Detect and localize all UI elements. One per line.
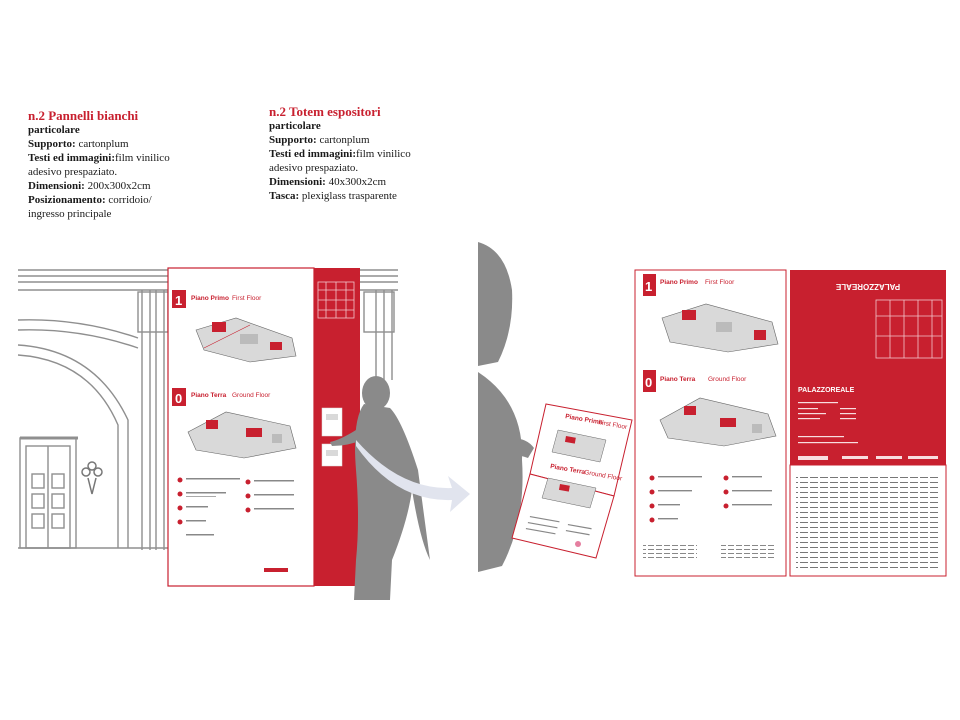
panel-floor0-number: 0 [175, 391, 182, 406]
left-spec-subtitle: particolare [28, 124, 80, 136]
left-spec-support: Supporto: cartonplum [28, 138, 129, 150]
spread-logo: PALAZZOREALE [798, 387, 855, 394]
spread-white-page: 1 Piano Primo First Floor 0 Piano Terra … [634, 269, 787, 577]
panel-floor0-title: Piano Terra [191, 392, 227, 399]
right-spec-dims: Dimensioni: 40x300x2cm [269, 176, 387, 188]
right-spec-subtitle: particolare [269, 120, 321, 132]
panel-legend [177, 477, 294, 536]
spread-floor1-en: First Floor [705, 279, 735, 286]
left-spec-title: n.2 Pannelli bianchi [28, 108, 139, 123]
person-silhouette [478, 242, 534, 572]
spread-body-text [796, 474, 940, 572]
visitor-silhouette [330, 376, 430, 600]
spread-floor0-en: Ground Floor [708, 376, 747, 383]
spread-floor0-title: Piano Terra [660, 376, 696, 383]
spread-legend [643, 475, 775, 559]
white-panel: 1 Piano Primo First Floor 0 Piano Terra … [167, 267, 315, 587]
left-spec-text: Testi ed immagini:film vinilico adesivo … [28, 152, 170, 178]
spread-logo-mirrored: PALAZZOREALE [835, 282, 900, 291]
red-totem [314, 268, 360, 586]
panel-floor1-title: Piano Primo [191, 295, 229, 302]
flow-arrow [356, 440, 470, 512]
spread-red-page: PALAZZOREALE PALAZZOREALE [789, 270, 947, 577]
panel-floor0-plan [187, 411, 297, 459]
left-spec-position: Posizionamento: corridoio/ ingresso prin… [28, 194, 152, 220]
right-spec-support: Supporto: cartonplum [269, 134, 370, 146]
left-spec-block: n.2 Pannelli bianchi particolare Support… [28, 108, 178, 221]
right-spec-text: Testi ed immagini:film vinilico adesivo … [269, 148, 411, 174]
panel-floor1-number: 1 [175, 293, 182, 308]
spread-floor1-number: 1 [645, 279, 652, 294]
spread-floor0-number: 0 [645, 375, 652, 390]
palace-facade-icon [875, 299, 943, 359]
right-spec-title: n.2 Totem espositori [269, 104, 381, 119]
spread-floor1-title: Piano Primo [660, 279, 698, 286]
panel-floor1-en: First Floor [232, 295, 262, 302]
right-spec-pocket: Tasca: plexiglass trasparente [269, 190, 397, 202]
leaflet: Piano Primo First Floor Piano Terra Grou… [511, 403, 633, 559]
panel-floor1-plan [195, 317, 297, 363]
wall-lamp-icon [81, 461, 103, 495]
wall-architecture [17, 269, 398, 550]
panel-floor0-en: Ground Floor [232, 392, 271, 399]
right-spec-block: n.2 Totem espositori particolare Support… [269, 104, 429, 203]
left-spec-dims: Dimensioni: 200x300x2cm [28, 180, 151, 192]
